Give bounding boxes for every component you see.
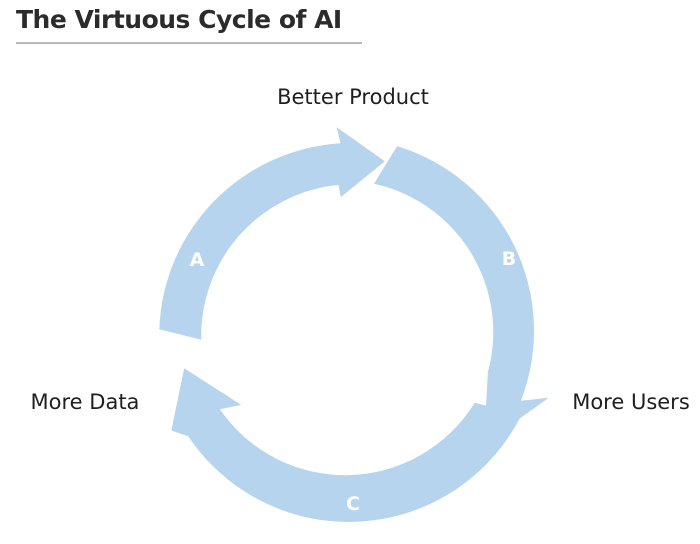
arc-label-a: A — [190, 249, 205, 271]
arrow-a — [159, 127, 385, 340]
node-label-better-product: Better Product — [277, 85, 429, 109]
arc-label-b: B — [502, 248, 516, 270]
arrow-c — [171, 368, 522, 522]
page-title: The Virtuous Cycle of AI — [16, 5, 342, 34]
arc-label-c: C — [346, 493, 360, 515]
node-label-more-users: More Users — [572, 390, 690, 414]
arrow-b — [374, 146, 549, 445]
node-label-more-data: More Data — [31, 390, 140, 414]
title-divider — [16, 42, 362, 44]
